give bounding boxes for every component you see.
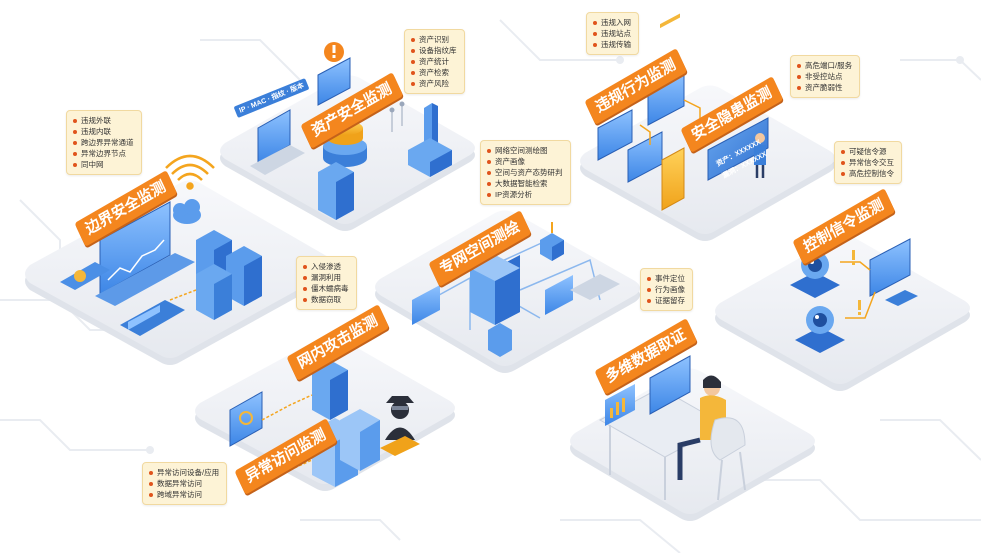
wifi-icon bbox=[165, 154, 215, 190]
signal-note: 可疑信令源 异常信令交互 高危控制信令 bbox=[834, 141, 902, 184]
tile-border bbox=[25, 154, 335, 365]
hidden-item: 高危端口/服务 bbox=[797, 60, 852, 71]
asset-item: 资产检索 bbox=[411, 67, 457, 78]
virus-icon bbox=[239, 411, 253, 425]
border-item: 异常边界节点 bbox=[73, 148, 134, 159]
border-item: 违规内联 bbox=[73, 126, 134, 137]
violation-item: 违规入网 bbox=[593, 17, 631, 28]
warning-icon-signal bbox=[852, 250, 861, 315]
pie-chart-icon bbox=[74, 270, 86, 282]
cube-node bbox=[540, 222, 564, 261]
space-item: 空间与资产态势研判 bbox=[487, 167, 563, 178]
space-note: 网络空间测绘图 资产画像 空间与资产态势研判 大数据智能检索 IP资源分析 bbox=[480, 140, 571, 205]
attack-item: 僵木蠕病毒 bbox=[303, 283, 349, 294]
access-item: 异常访问设备/应用 bbox=[149, 467, 219, 478]
space-item: 资产画像 bbox=[487, 156, 563, 167]
border-item: 违规外联 bbox=[73, 115, 134, 126]
border-item: 同中网 bbox=[73, 159, 134, 170]
asset-item: 资产风险 bbox=[411, 78, 457, 89]
hacker-icon bbox=[380, 396, 420, 456]
forensics-item: 行为画像 bbox=[647, 284, 685, 295]
forensics-item: 证据留存 bbox=[647, 295, 685, 306]
access-item: 数据异常访问 bbox=[149, 478, 219, 489]
space-item: IP资源分析 bbox=[487, 189, 563, 200]
attack-item: 漏洞利用 bbox=[303, 272, 349, 283]
space-item: 大数据智能检索 bbox=[487, 178, 563, 189]
asset-note: 资产识别 设备指纹库 资产统计 资产检索 资产风险 bbox=[404, 29, 465, 94]
attack-item: 数据窃取 bbox=[303, 294, 349, 305]
asset-item: 资产统计 bbox=[411, 56, 457, 67]
signal-item: 异常信令交互 bbox=[841, 157, 894, 168]
chart-panel bbox=[605, 384, 635, 426]
server-cluster bbox=[196, 230, 262, 320]
tile-asset bbox=[220, 42, 475, 231]
asset-item: 资产识别 bbox=[411, 34, 457, 45]
access-note: 异常访问设备/应用 数据异常访问 跨域异常访问 bbox=[142, 462, 228, 505]
monitor bbox=[317, 57, 351, 106]
tile-forensics bbox=[570, 13, 815, 521]
space-item: 网络空间测绘图 bbox=[487, 145, 563, 156]
tile-signal bbox=[715, 235, 970, 391]
violation-note: 违规入网 违规站点 违规传输 bbox=[586, 12, 639, 55]
violation-item: 违规传输 bbox=[593, 39, 631, 50]
attack-item: 入侵渗透 bbox=[303, 261, 349, 272]
asset-item: 设备指纹库 bbox=[411, 45, 457, 56]
tile-violation bbox=[580, 72, 835, 241]
access-item: 跨域异常访问 bbox=[149, 489, 219, 500]
border-note: 违规外联 违规内联 跨边界异常通道 异常边界节点 同中网 bbox=[66, 110, 142, 175]
forensics-item: 事件定位 bbox=[647, 273, 685, 284]
cloud-icon bbox=[173, 199, 201, 224]
signal-item: 可疑信令源 bbox=[841, 146, 894, 157]
border-item: 跨边界异常通道 bbox=[73, 137, 134, 148]
camera-icon-2 bbox=[795, 306, 845, 353]
tile-attack bbox=[195, 335, 455, 491]
hidden-note: 高危端口/服务 非受控站点 资产脆弱性 bbox=[790, 55, 861, 98]
signal-item: 高危控制信令 bbox=[841, 168, 894, 179]
dashboard-monitor bbox=[95, 201, 195, 306]
forensics-note: 事件定位 行为画像 证据留存 bbox=[640, 268, 693, 311]
hidden-item: 非受控站点 bbox=[797, 71, 852, 82]
attack-note: 入侵渗透 漏洞利用 僵木蠕病毒 数据窃取 bbox=[296, 256, 357, 310]
warning-icon bbox=[324, 42, 344, 62]
violation-item: 违规站点 bbox=[593, 28, 631, 39]
laptop bbox=[250, 109, 305, 175]
info-panel bbox=[707, 117, 769, 181]
hidden-item: 资产脆弱性 bbox=[797, 82, 852, 93]
person-icon bbox=[754, 133, 766, 178]
